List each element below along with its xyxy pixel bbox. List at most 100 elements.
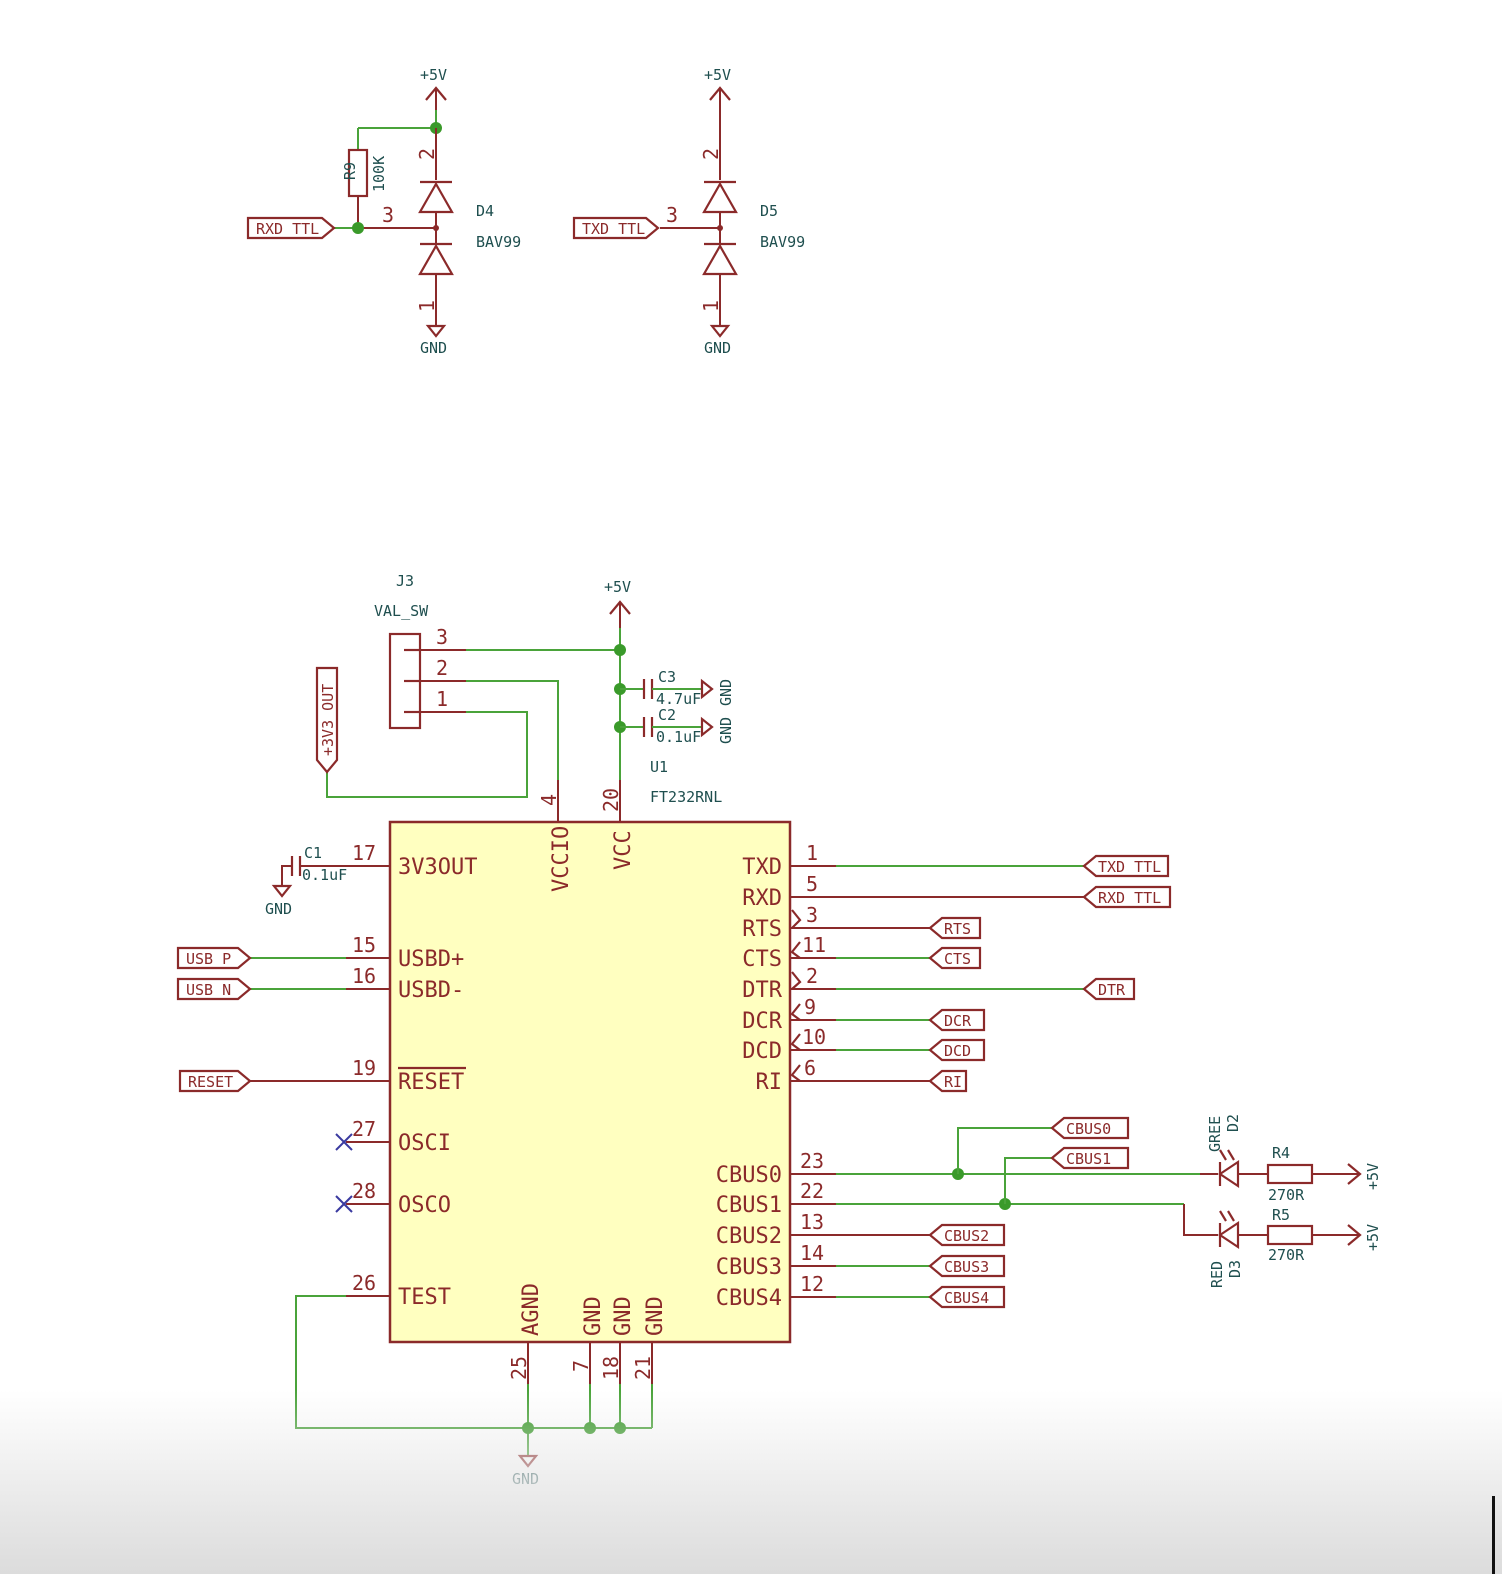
left-netlabels: USB_P USB_N RESET [176,946,652,1429]
r4-value: 270R [1268,1186,1305,1204]
u1-pin-vccio: VCCIO [549,826,574,892]
d3-ref: D3 [1226,1260,1244,1278]
cbus3-text: CBUS3 [944,1258,989,1276]
ri-text: RI [944,1073,962,1091]
junction [352,222,364,234]
txd-out-text: TXD_TTL [1098,858,1161,876]
led-icon [1218,1220,1240,1250]
txd-out-netlabel [1082,854,1170,878]
junction [614,644,626,656]
d4-ref: D4 [476,202,494,220]
d4-diode-upper [418,181,454,214]
usb-p-text: USB_P [186,950,231,968]
j3-value: VAL_SW [374,602,429,620]
u1-pin-13: 13 [800,1210,824,1234]
u1-pin-18: 18 [599,1356,623,1380]
u1-pin-10: 10 [802,1025,826,1049]
u1-pin-6: 6 [804,1056,816,1080]
u1-pin-cbus3: CBUS3 [716,1255,782,1280]
gnd-icon [425,324,447,338]
junction [584,1422,596,1434]
c1-value: 0.1uF [302,866,347,884]
dtr-netlabel [1082,977,1136,1001]
u1-pin-17: 17 [352,841,376,865]
rts-netlabel [928,916,982,940]
r9-ref: R9 [341,162,359,180]
d5-diode-lower [702,243,738,276]
d2-value: GREE [1206,1116,1224,1152]
u1-pin-cbus1: CBUS1 [716,1193,782,1218]
junction [614,1422,626,1434]
cbus1-text: CBUS1 [1066,1150,1111,1168]
v3out-text: +3V3_OUT [319,684,337,756]
txd-ttl-netlabel [572,216,660,240]
cbus4-netlabel [928,1285,1006,1309]
v3out-netlabel: +3V3_OUT [315,666,339,774]
u1-pin-usbdp: USBD+ [398,947,464,972]
rts-text: RTS [944,920,971,938]
d5-ref: D5 [760,202,778,220]
u1-pin-agnd: AGND [519,1283,544,1336]
u1-pin-dcd: DCD [742,1039,782,1064]
gnd-icon [709,324,731,338]
u1-pin-15: 15 [352,933,376,957]
u1-pin-dtr: DTR [742,978,782,1003]
main-gnd-label: GND [512,1470,539,1488]
u1-pin-dcr: DCR [742,1009,782,1034]
dcr-netlabel [928,1008,986,1032]
u1-pin-25: 25 [507,1356,531,1380]
u1-pin-27: 27 [352,1117,376,1141]
cts-text: CTS [944,950,971,968]
u1-pin-26: 26 [352,1271,376,1295]
junction [522,1422,534,1434]
c2-ref: C2 [658,706,676,724]
u1-pin-txd: TXD [742,855,782,880]
u1-pin-usbdn: USBD- [398,978,464,1003]
u1-pin-3: 3 [806,903,818,927]
usb-n-text: USB_N [186,981,231,999]
rxd-out-text: RXD_TTL [1098,889,1161,907]
d4-gnd-label: GND [420,339,447,357]
u1-pin-osco: OSCO [398,1193,451,1218]
r5-value: 270R [1268,1246,1305,1264]
j3-pin-3: 3 [436,625,448,649]
u1-pin-cbus2: CBUS2 [716,1224,782,1249]
cbus0-text: CBUS0 [1066,1120,1111,1138]
vcc-supply: +5V C3 4.7uF GND C2 0.1uF GND [604,578,735,780]
cts-netlabel [928,946,982,970]
j3-ref: J3 [396,572,414,590]
u1-ref: U1 [650,758,668,776]
r4-ref: R4 [1272,1144,1290,1162]
d5-value: BAV99 [760,233,805,251]
d5-pin-bot: 1 [699,300,723,312]
u1-pin-test: TEST [398,1285,451,1310]
cbus2-text: CBUS2 [944,1227,989,1245]
u1-pin-gnd-18: GND [611,1296,636,1336]
u1-pin-vcc: VCC [611,830,636,870]
rxd-ttl-text: RXD_TTL [256,220,319,238]
reset-text: RESET [188,1073,233,1091]
txd-ttl-text: TXD_TTL [582,220,645,238]
u1-pin-3v3out: 3V3OUT [398,855,477,880]
c3-ref: C3 [658,668,676,686]
c1-ref: C1 [304,844,322,862]
u1-pin-7: 7 [569,1360,593,1372]
d4-value: BAV99 [476,233,521,251]
d3-vcc-label: +5V [1364,1224,1382,1251]
window-edge [1492,1496,1495,1574]
u1-pin-14: 14 [800,1241,824,1265]
u1-body [388,820,792,1344]
c2-gnd-label: GND [717,717,735,744]
u1-pin-5: 5 [806,872,818,896]
led-icon [1218,1159,1240,1189]
u1-pin-16: 16 [352,964,376,988]
vcc-label: +5V [604,578,631,596]
d4-vcc-label: +5V [420,66,447,84]
gnd-icon [517,1454,539,1468]
c3-value: 4.7uF [656,690,701,708]
u1-pin-1: 1 [806,841,818,865]
u1-pin-ri: RI [756,1070,783,1095]
u1-pin-9: 9 [804,995,816,1019]
d2-ref: D2 [1224,1114,1242,1132]
